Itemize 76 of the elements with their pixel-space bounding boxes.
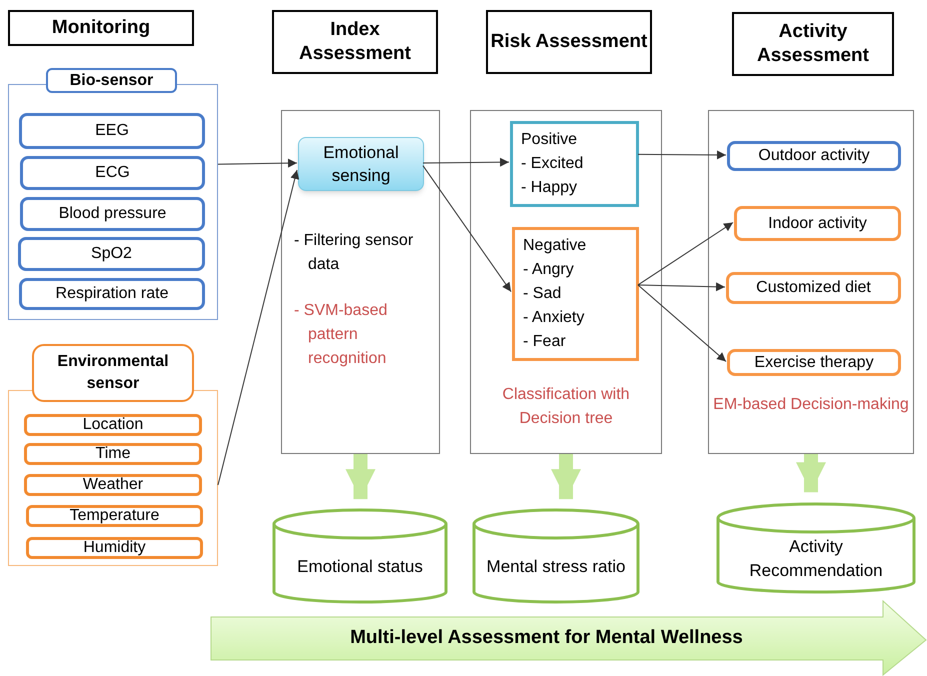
note-text: Classification with Decision tree <box>501 385 631 429</box>
item-label: Humidity <box>83 540 146 556</box>
item-box <box>26 505 203 527</box>
arrow <box>638 150 726 160</box>
item-label: Respiration rate <box>56 284 168 304</box>
item-box <box>19 278 205 310</box>
header-box <box>486 10 652 74</box>
category-heading: Positive <box>521 130 578 150</box>
header-box <box>272 10 438 74</box>
database-cylinder <box>272 508 448 604</box>
item-box <box>20 197 205 231</box>
category-box <box>510 121 639 207</box>
arrow <box>638 222 734 286</box>
note-text: - Filtering sensor data <box>294 231 414 275</box>
database-cylinder <box>472 508 640 604</box>
item-box <box>727 349 901 376</box>
header-text: Activity Assessment <box>756 20 870 68</box>
note-text: - SVM-based pattern recognition <box>294 301 388 369</box>
group-heading: Environmental sensor <box>32 344 194 402</box>
item-label: Location <box>82 417 144 433</box>
item-box <box>26 537 203 559</box>
list-item: - Excited <box>521 154 584 174</box>
category-box <box>512 227 639 361</box>
arrow <box>422 165 512 292</box>
banner-text: Multi-level Assessment for Mental Wellness <box>350 626 743 650</box>
header-box <box>8 10 194 46</box>
arrow <box>218 170 300 486</box>
item-label: Time <box>96 446 130 462</box>
item-box <box>726 272 901 304</box>
storage-label: Emotional status <box>296 556 424 578</box>
category-heading: Negative <box>523 236 588 256</box>
header-text: Monitoring <box>52 16 150 40</box>
item-box <box>727 141 901 171</box>
item-label: Outdoor activity <box>758 146 870 166</box>
item-label: Blood pressure <box>58 204 166 224</box>
header-text: Risk Assessment <box>490 30 648 54</box>
item-label: Indoor activity <box>768 214 867 234</box>
block-arrow <box>346 454 376 500</box>
item-box <box>24 414 202 436</box>
item-box <box>24 443 202 465</box>
process-label: Emotional sensing <box>322 142 400 187</box>
arrow <box>638 284 726 362</box>
item-box <box>734 206 901 241</box>
arrow <box>638 282 726 292</box>
stage-column <box>708 110 914 454</box>
block-arrow <box>551 454 581 500</box>
storage-label: Activity Recommendation <box>748 536 884 582</box>
storage-label: Mental stress ratio <box>486 556 626 578</box>
item-label: EEG <box>95 121 129 141</box>
arrow <box>218 158 298 168</box>
header-text: Index Assessment <box>298 18 412 66</box>
process-box <box>298 137 424 191</box>
list-item: - Angry <box>523 260 575 280</box>
item-label: Customized diet <box>756 278 871 298</box>
list-item: - Sad <box>523 284 562 304</box>
stage-column <box>470 110 662 454</box>
database-cylinder <box>716 502 916 594</box>
stage-column <box>281 110 440 454</box>
item-box <box>20 156 205 190</box>
group-heading: Bio-sensor <box>46 68 177 93</box>
item-box <box>19 113 205 149</box>
item-box <box>24 474 202 496</box>
arrow <box>422 158 510 167</box>
item-box <box>18 237 205 271</box>
note-text: EM-based Decision-making <box>712 395 910 415</box>
list-item: - Happy <box>521 178 578 198</box>
item-label: Temperature <box>70 508 160 524</box>
banner-arrow <box>210 600 927 676</box>
item-label: Exercise therapy <box>754 352 874 372</box>
list-item: - Fear <box>523 332 567 352</box>
item-label: ECG <box>95 163 130 183</box>
item-label: SpO2 <box>91 244 132 264</box>
header-box <box>732 12 894 76</box>
list-item: - Anxiety <box>523 308 586 328</box>
block-arrow <box>796 454 826 492</box>
item-label: Weather <box>82 477 144 493</box>
